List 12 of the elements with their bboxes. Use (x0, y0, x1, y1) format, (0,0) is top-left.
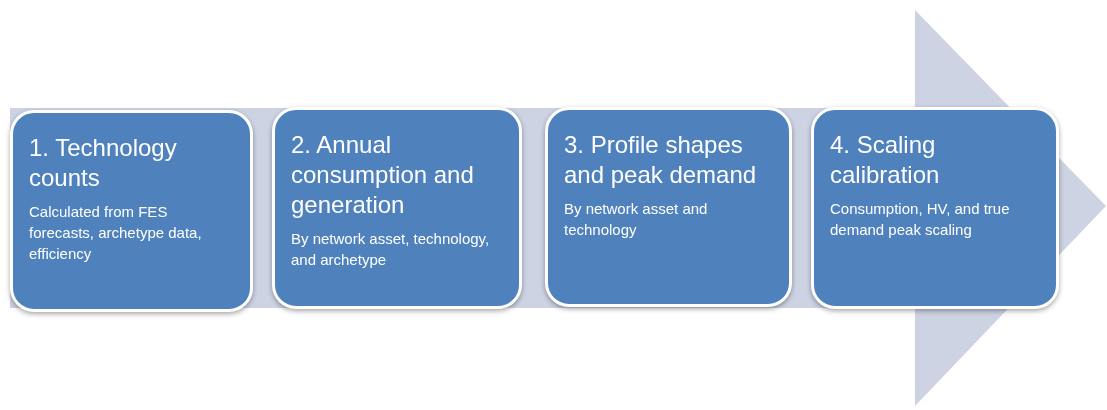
step-title: 1. Technology counts (29, 133, 178, 193)
step-description: By network asset, technology, and archetype (291, 229, 491, 270)
process-step-box (545, 107, 792, 307)
step-title: 3. Profile shapes and peak demand (564, 130, 758, 190)
process-step-box (272, 107, 522, 309)
process-step-box (10, 110, 253, 312)
step-description: By network asset and technology (564, 199, 709, 240)
step-description: Consumption, HV, and true demand peak scaling (830, 199, 1011, 240)
step-title: 2. Annual consumption and generation (291, 130, 475, 220)
step-title: 4. Scaling calibration (830, 130, 941, 190)
process-step-box (811, 107, 1059, 309)
step-description: Calculated from FES forecasts, archetype data, efficiency (29, 202, 203, 264)
